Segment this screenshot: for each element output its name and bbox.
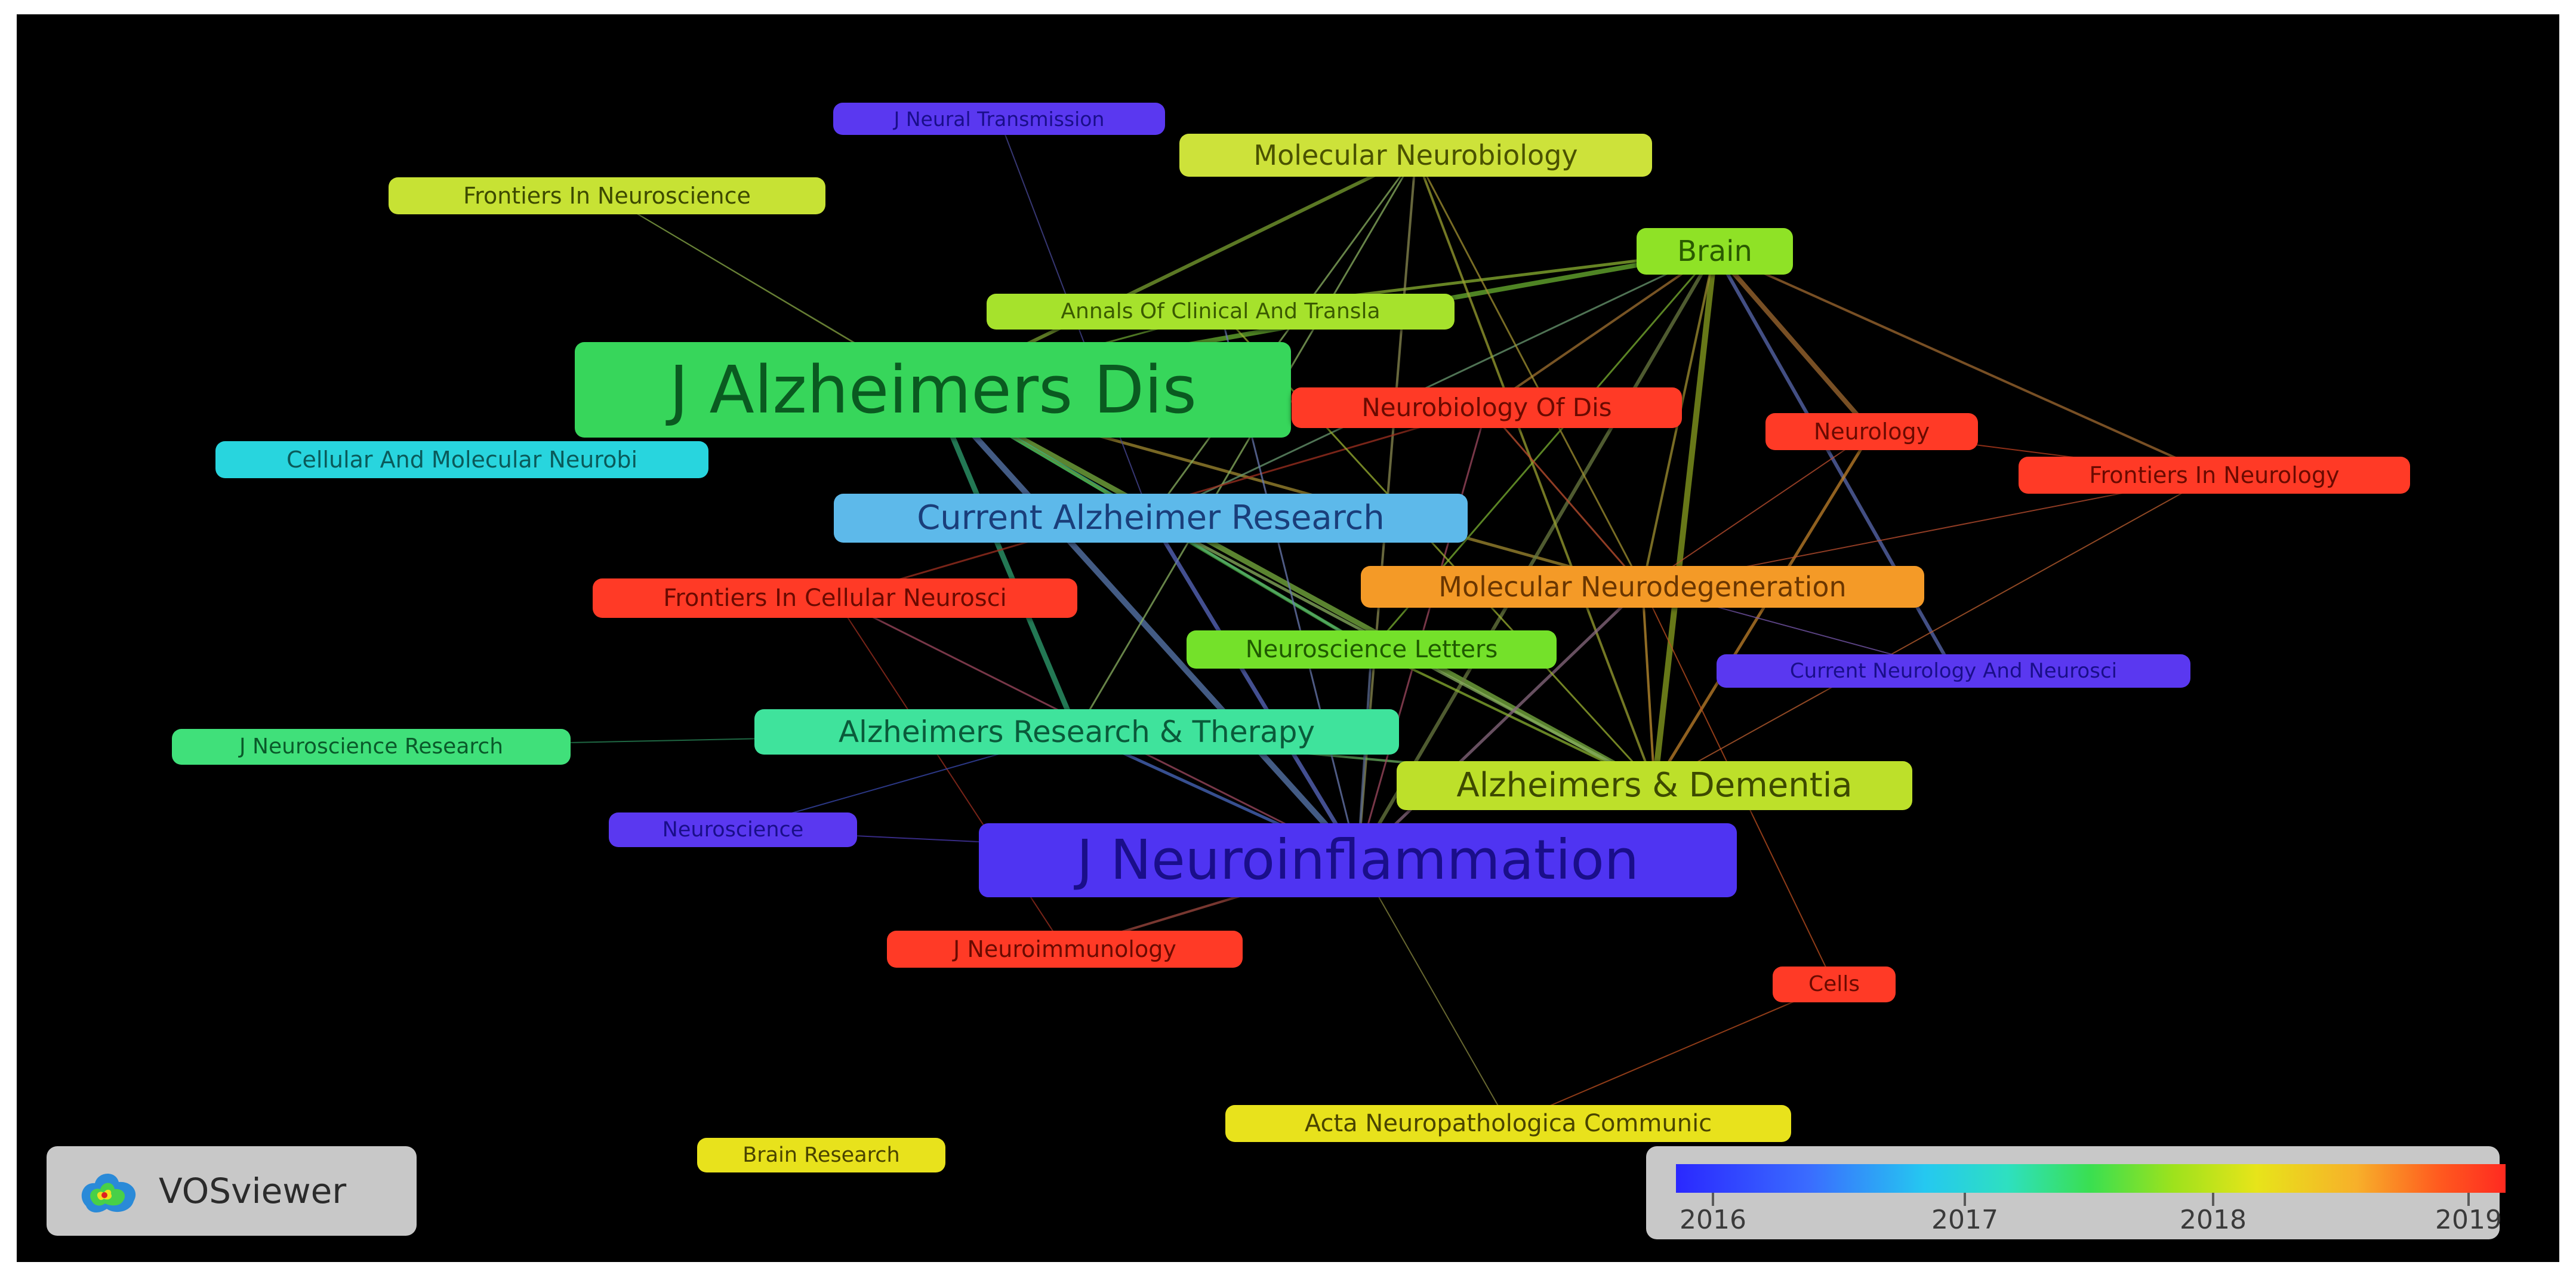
link-brain-neurology: [1712, 250, 1874, 433]
node-j-neuroimmunology[interactable]: J Neuroimmunology: [887, 931, 1243, 968]
legend-tick: [2467, 1193, 2470, 1206]
link-brain-neurobiology-of-dis: [1486, 250, 1716, 409]
node-alzheimers-dementia[interactable]: Alzheimers & Dementia: [1397, 761, 1912, 810]
node-molecular-neurobiology[interactable]: Molecular Neurobiology: [1179, 134, 1652, 177]
node-j-neuroinflammation[interactable]: J Neuroinflammation: [979, 823, 1737, 897]
node-acta-neuropathologica-communic[interactable]: Acta Neuropathologica Communic: [1225, 1105, 1791, 1142]
link-j-neuroinflammation-molecular-neurodegeneration: [1357, 586, 1644, 861]
legend-tick: [1712, 1193, 1714, 1206]
link-brain-j-neuroinflammation: [1356, 250, 1717, 861]
link-current-alzheimer-research-j-neuroinflammation: [1149, 517, 1360, 861]
link-brain-frontiers-in-neurology: [1714, 250, 2215, 476]
node-frontiers-cellular-neurosci[interactable]: Frontiers In Cellular Neurosci: [593, 578, 1077, 618]
node-frontiers-in-neurology[interactable]: Frontiers In Neurology: [2019, 457, 2410, 494]
legend-tick: [1964, 1193, 1966, 1206]
link-molecular-neurobiology-alzheimers-dementia: [1415, 155, 1656, 786]
link-neurobiology-of-dis-molecular-neurodegeneration: [1486, 407, 1644, 587]
network-canvas[interactable]: J Alzheimers Dis J Neuroinflammation Cur…: [17, 14, 2559, 1262]
node-neuroscience[interactable]: Neuroscience: [609, 812, 857, 847]
node-cellular-molecular-neurobi[interactable]: Cellular And Molecular Neurobi: [215, 441, 708, 478]
link-molecular-neurobiology-alzheimers-research-therapy: [1076, 155, 1417, 732]
link-molecular-neurobiology-current-alzheimer-research: [1150, 155, 1417, 519]
link-alzheimers-dementia-molecular-neurodegeneration: [1641, 586, 1656, 786]
node-neurobiology-of-dis[interactable]: Neurobiology Of Dis: [1292, 387, 1682, 428]
link-brain-alzheimers-dementia: [1651, 251, 1718, 786]
vosviewer-logo: VOSviewer: [47, 1146, 417, 1236]
node-frontiers-in-neuroscience[interactable]: Frontiers In Neuroscience: [389, 177, 825, 214]
node-neurology[interactable]: Neurology: [1765, 413, 1978, 450]
node-j-neuroscience-research[interactable]: J Neuroscience Research: [172, 729, 571, 765]
node-annals-clinical-transla[interactable]: Annals Of Clinical And Transla: [987, 294, 1455, 330]
node-brain[interactable]: Brain: [1637, 228, 1793, 275]
node-alzheimers-research-therapy[interactable]: Alzheimers Research & Therapy: [754, 709, 1399, 755]
link-j-alzheimers-dis-alzheimers-research-therapy: [930, 389, 1080, 733]
legend-color-scale: [1676, 1164, 2506, 1193]
legend-tick-label: 2017: [1931, 1205, 1998, 1235]
node-brain-research[interactable]: Brain Research: [697, 1138, 945, 1172]
link-j-alzheimers-dis-alzheimers-dementia: [931, 387, 1656, 788]
node-molecular-neurodegeneration[interactable]: Molecular Neurodegeneration: [1361, 566, 1924, 608]
link-j-neuroinflammation-acta-neuropathologica-communic: [1357, 860, 1509, 1124]
node-cells[interactable]: Cells: [1773, 967, 1896, 1002]
link-alzheimers-dementia-frontiers-in-neurology: [1654, 475, 2215, 786]
legend-tick: [2212, 1193, 2214, 1206]
link-annals-clinical-transla-alzheimers-dementia: [1219, 310, 1656, 787]
link-brain-current-neurology-neurosci: [1713, 250, 1955, 672]
link-brain-current-alzheimer-research: [1150, 250, 1715, 519]
legend-tick-label: 2018: [2180, 1205, 2247, 1235]
legend-tick-label: 2019: [2435, 1205, 2502, 1235]
legend-tick-label: 2016: [1680, 1205, 1746, 1235]
link-neurology-molecular-neurodegeneration: [1642, 431, 1872, 587]
node-neuroscience-letters[interactable]: Neuroscience Letters: [1187, 630, 1557, 669]
link-j-alzheimers-dis-j-neuroinflammation: [930, 387, 1360, 863]
node-current-alzheimer-research[interactable]: Current Alzheimer Research: [834, 494, 1468, 543]
vosviewer-logo-icon: [81, 1173, 136, 1213]
link-alzheimers-dementia-neurology: [1653, 430, 1874, 787]
link-cells-acta-neuropathologica-communic: [1508, 984, 1835, 1124]
vosviewer-logo-text: VOSviewer: [159, 1171, 347, 1211]
node-j-alzheimers-dis[interactable]: J Alzheimers Dis: [575, 342, 1291, 438]
link-molecular-neurobiology-molecular-neurodegeneration: [1415, 155, 1644, 587]
node-current-neurology-neurosci[interactable]: Current Neurology And Neurosci: [1717, 654, 2190, 688]
color-legend: 2016 2017 2018 2019: [1646, 1146, 2506, 1239]
node-j-neural-transmission[interactable]: J Neural Transmission: [833, 103, 1165, 135]
